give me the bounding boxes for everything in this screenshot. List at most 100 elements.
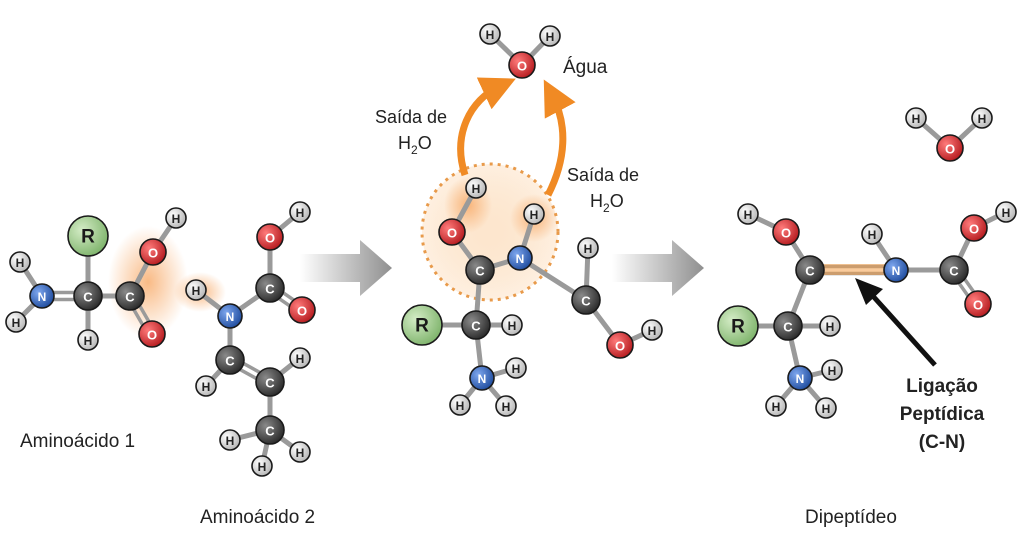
hydrogen-atom: H bbox=[479, 23, 501, 45]
atom-symbol: C bbox=[265, 282, 275, 297]
carbon-atom: C bbox=[795, 255, 825, 285]
amino2-label: Aminoácido 2 bbox=[200, 507, 315, 528]
r-group-atom: R bbox=[67, 215, 109, 257]
hydrogen-atom: H bbox=[495, 395, 517, 417]
hydrogen-atom: H bbox=[971, 107, 993, 129]
atom-symbol: H bbox=[472, 182, 481, 196]
hydrogen-atom: H bbox=[995, 201, 1017, 223]
atom-symbol: H bbox=[648, 324, 657, 338]
atom-symbol: H bbox=[826, 320, 835, 334]
oxygen-atom: O bbox=[288, 296, 316, 324]
atom-symbol: H bbox=[172, 212, 181, 226]
carbon-atom: C bbox=[255, 273, 285, 303]
atom-symbol: C bbox=[581, 294, 591, 309]
atom-symbol: H bbox=[508, 319, 517, 333]
atom-symbol: C bbox=[225, 354, 235, 369]
atom-symbol: O bbox=[297, 304, 307, 319]
atom-symbol: C bbox=[83, 290, 93, 305]
atom-symbol: H bbox=[978, 112, 987, 126]
peptide-bond-highlight bbox=[815, 264, 891, 275]
hydrogen-atom: H bbox=[195, 375, 217, 397]
hydrogen-atom: H bbox=[539, 25, 561, 47]
atom-symbol: C bbox=[949, 264, 959, 279]
nitrogen-atom: N bbox=[469, 365, 495, 391]
atom-symbol: H bbox=[84, 334, 93, 348]
atom-symbol: H bbox=[828, 364, 837, 378]
atom-symbol: H bbox=[296, 352, 305, 366]
atom-symbol: H bbox=[12, 316, 21, 330]
atom-symbol: O bbox=[973, 298, 983, 313]
nitrogen-atom: N bbox=[217, 303, 243, 329]
atom-symbol: R bbox=[731, 317, 745, 338]
atom-symbol: H bbox=[192, 284, 201, 298]
hydrogen-atom: H bbox=[815, 397, 837, 419]
atom-symbol: H bbox=[822, 402, 831, 416]
hydrogen-atom: H bbox=[465, 177, 487, 199]
atom-symbol: C bbox=[265, 376, 275, 391]
atom-symbol: N bbox=[478, 372, 487, 386]
atom-symbol: H bbox=[486, 28, 495, 42]
hydrogen-atom: H bbox=[185, 279, 207, 301]
carbon-atom: C bbox=[215, 345, 245, 375]
process-arrow-2 bbox=[612, 240, 704, 296]
exit-label-right-line2: H2O bbox=[590, 191, 624, 215]
exit-label-left-line2: H2O bbox=[398, 133, 432, 157]
peptide-bond-label-line2: Peptídica bbox=[900, 404, 985, 425]
oxygen-atom: O bbox=[256, 223, 284, 251]
hydrogen-atom: H bbox=[77, 329, 99, 351]
hydrogen-atom: H bbox=[289, 347, 311, 369]
hydrogen-atom: H bbox=[289, 201, 311, 223]
hydrogen-atom: H bbox=[641, 319, 663, 341]
atom-symbol: R bbox=[81, 227, 95, 248]
nitrogen-atom: N bbox=[787, 365, 813, 391]
hydrogen-atom: H bbox=[9, 251, 31, 273]
atom-symbol: C bbox=[265, 424, 275, 439]
atom-symbol: H bbox=[584, 242, 593, 256]
oxygen-atom: O bbox=[139, 238, 167, 266]
hydrogen-atom: H bbox=[501, 314, 523, 336]
nitrogen-atom: N bbox=[29, 283, 55, 309]
atom-symbol: N bbox=[226, 310, 235, 324]
atom-symbol: C bbox=[805, 264, 815, 279]
hydrogen-atom: H bbox=[861, 223, 883, 245]
oxygen-atom: O bbox=[772, 218, 800, 246]
atom-symbol: H bbox=[16, 256, 25, 270]
carbon-atom: C bbox=[939, 255, 969, 285]
atom-symbol: H bbox=[744, 208, 753, 222]
carbon-atom: C bbox=[465, 255, 495, 285]
exit-label-right-line1: Saída de bbox=[567, 165, 639, 185]
atom-symbol: H bbox=[868, 228, 877, 242]
hydrogen-atom: H bbox=[449, 394, 471, 416]
oxygen-atom: O bbox=[964, 290, 992, 318]
hydrogen-atom: H bbox=[905, 107, 927, 129]
peptide-bond-label-line3: (C-N) bbox=[919, 432, 965, 453]
carbon-atom: C bbox=[773, 311, 803, 341]
hydrogen-atom: H bbox=[165, 207, 187, 229]
carbon-atom: C bbox=[461, 310, 491, 340]
hydrogen-atom: H bbox=[5, 311, 27, 333]
atom-symbol: N bbox=[892, 264, 901, 278]
carbon-atom: C bbox=[73, 281, 103, 311]
atom-symbol: N bbox=[796, 372, 805, 386]
atom-symbol: O bbox=[969, 222, 979, 237]
water-label: Água bbox=[563, 57, 608, 78]
oxygen-atom: O bbox=[138, 320, 166, 348]
exit-label-left-line1: Saída de bbox=[375, 107, 447, 127]
atom-symbol: H bbox=[502, 400, 511, 414]
peptide-bond-label-line1: Ligação bbox=[906, 376, 978, 397]
water-exit-arrow-right bbox=[543, 79, 576, 197]
hydrogen-atom: H bbox=[577, 237, 599, 259]
carbon-atom: C bbox=[255, 367, 285, 397]
hydrogen-atom: H bbox=[289, 441, 311, 463]
carbon-atom: C bbox=[255, 415, 285, 445]
atom-symbol: H bbox=[530, 208, 539, 222]
r-group-atom: R bbox=[401, 304, 443, 346]
atom-symbol: H bbox=[546, 30, 555, 44]
atom-symbol: O bbox=[147, 328, 157, 343]
atom-symbol: H bbox=[258, 460, 267, 474]
atom-symbol: R bbox=[415, 316, 429, 337]
atom-symbol: H bbox=[512, 362, 521, 376]
atom-symbol: H bbox=[226, 434, 235, 448]
reaction-site-highlights bbox=[108, 162, 560, 338]
